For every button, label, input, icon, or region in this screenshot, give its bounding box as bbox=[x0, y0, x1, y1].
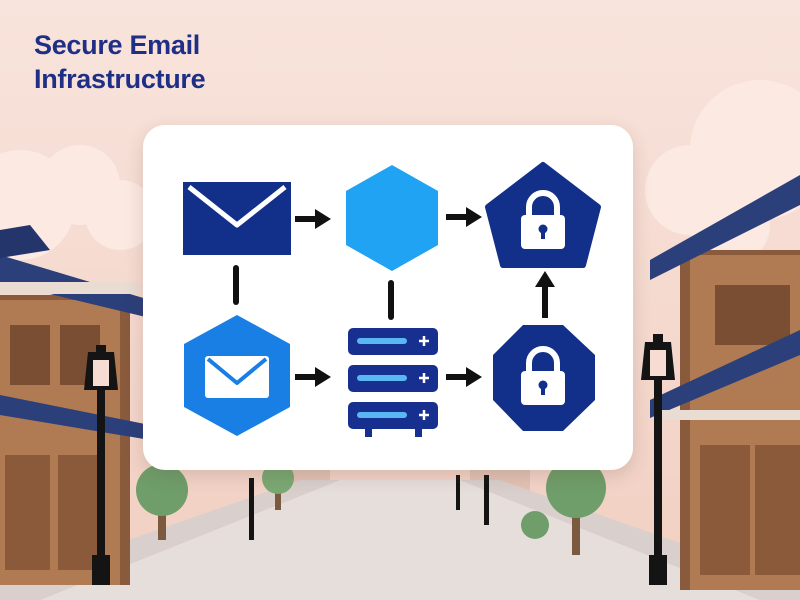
arrow-gateway-to-lock bbox=[446, 207, 482, 227]
arrow-server-to-vault bbox=[446, 367, 482, 387]
flow-diagram bbox=[183, 162, 601, 437]
right-building bbox=[650, 175, 800, 590]
arrow-vault-to-lock bbox=[535, 271, 555, 318]
server-rack-icon bbox=[348, 328, 438, 437]
street-lamp-right bbox=[641, 334, 675, 585]
arrow-client-to-server bbox=[295, 367, 331, 387]
page-title: Secure Email Infrastructure bbox=[34, 30, 206, 94]
left-building bbox=[0, 225, 150, 585]
diagram-card bbox=[143, 125, 633, 470]
street-lamp-center-left bbox=[249, 478, 254, 540]
octagon-lock-icon bbox=[493, 325, 595, 431]
tree-center-left bbox=[262, 462, 294, 510]
pentagon-lock-icon bbox=[485, 162, 601, 268]
street-lamp-center-right bbox=[456, 475, 489, 525]
connector-gateway-to-server bbox=[388, 280, 394, 320]
hexagon-icon bbox=[346, 165, 438, 271]
hexagon-envelope-icon bbox=[184, 315, 290, 436]
street-lamp-left bbox=[84, 345, 118, 585]
street bbox=[40, 480, 760, 600]
envelope-icon bbox=[183, 182, 291, 255]
arrow-email-to-gateway bbox=[295, 209, 331, 229]
tree-left bbox=[136, 464, 188, 540]
connector-email-to-client bbox=[233, 265, 239, 305]
tree-right bbox=[521, 458, 606, 555]
